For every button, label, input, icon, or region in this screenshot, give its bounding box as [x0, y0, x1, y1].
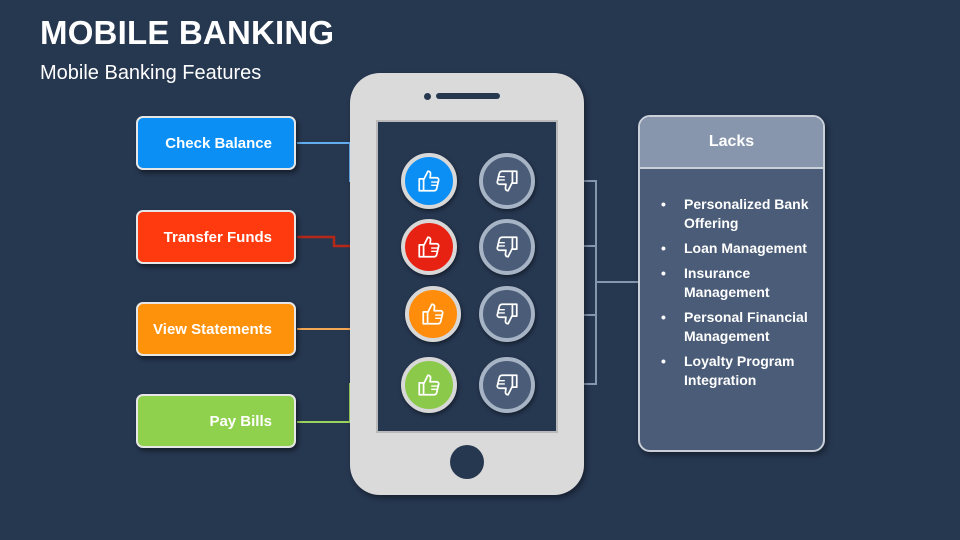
lacks-item: Personal Financial Management [661, 308, 813, 346]
thumbs-up-icon [418, 236, 440, 258]
thumbs-down-icon [496, 236, 518, 258]
thumbs-down-circle-3 [479, 286, 535, 342]
lacks-panel: Lacks Personalized Bank Offering Loan Ma… [638, 115, 825, 452]
lacks-heading: Lacks [640, 117, 823, 169]
thumbs-up-circle-transfer-funds [401, 219, 457, 275]
page-title: MOBILE BANKING [40, 14, 335, 51]
thumbs-up-icon [418, 374, 440, 396]
feature-label: Transfer Funds [163, 228, 272, 246]
lacks-item: Insurance Management [661, 264, 813, 302]
thumbs-down-icon [496, 374, 518, 396]
phone-illustration [350, 73, 584, 495]
thumbs-up-circle-pay-bills [401, 357, 457, 413]
thumbs-down-icon [496, 170, 518, 192]
feature-check-balance: Check Balance [136, 116, 296, 170]
phone-camera [424, 93, 431, 100]
feature-view-statements: View Statements [136, 302, 296, 356]
thumbs-down-circle-1 [479, 153, 535, 209]
feature-label: View Statements [153, 320, 272, 338]
phone-speaker [436, 93, 500, 99]
lacks-list: Personalized Bank Offering Loan Manageme… [640, 169, 823, 390]
lacks-item: Loyalty Program Integration [661, 352, 813, 390]
thumbs-down-icon [496, 303, 518, 325]
lacks-item: Loan Management [661, 239, 813, 258]
thumbs-up-icon [418, 170, 440, 192]
thumbs-up-circle-check-balance [401, 153, 457, 209]
thumbs-up-icon [422, 303, 444, 325]
feature-pay-bills: Pay Bills [136, 394, 296, 448]
feature-label: Pay Bills [209, 412, 272, 430]
thumbs-down-circle-2 [479, 219, 535, 275]
feature-transfer-funds: Transfer Funds [136, 210, 296, 264]
phone-home-button [450, 445, 484, 479]
feature-label: Check Balance [165, 134, 272, 152]
thumbs-up-circle-view-statements [405, 286, 461, 342]
thumbs-down-circle-4 [479, 357, 535, 413]
lacks-item: Personalized Bank Offering [661, 195, 813, 233]
page-subtitle: Mobile Banking Features [40, 62, 262, 84]
